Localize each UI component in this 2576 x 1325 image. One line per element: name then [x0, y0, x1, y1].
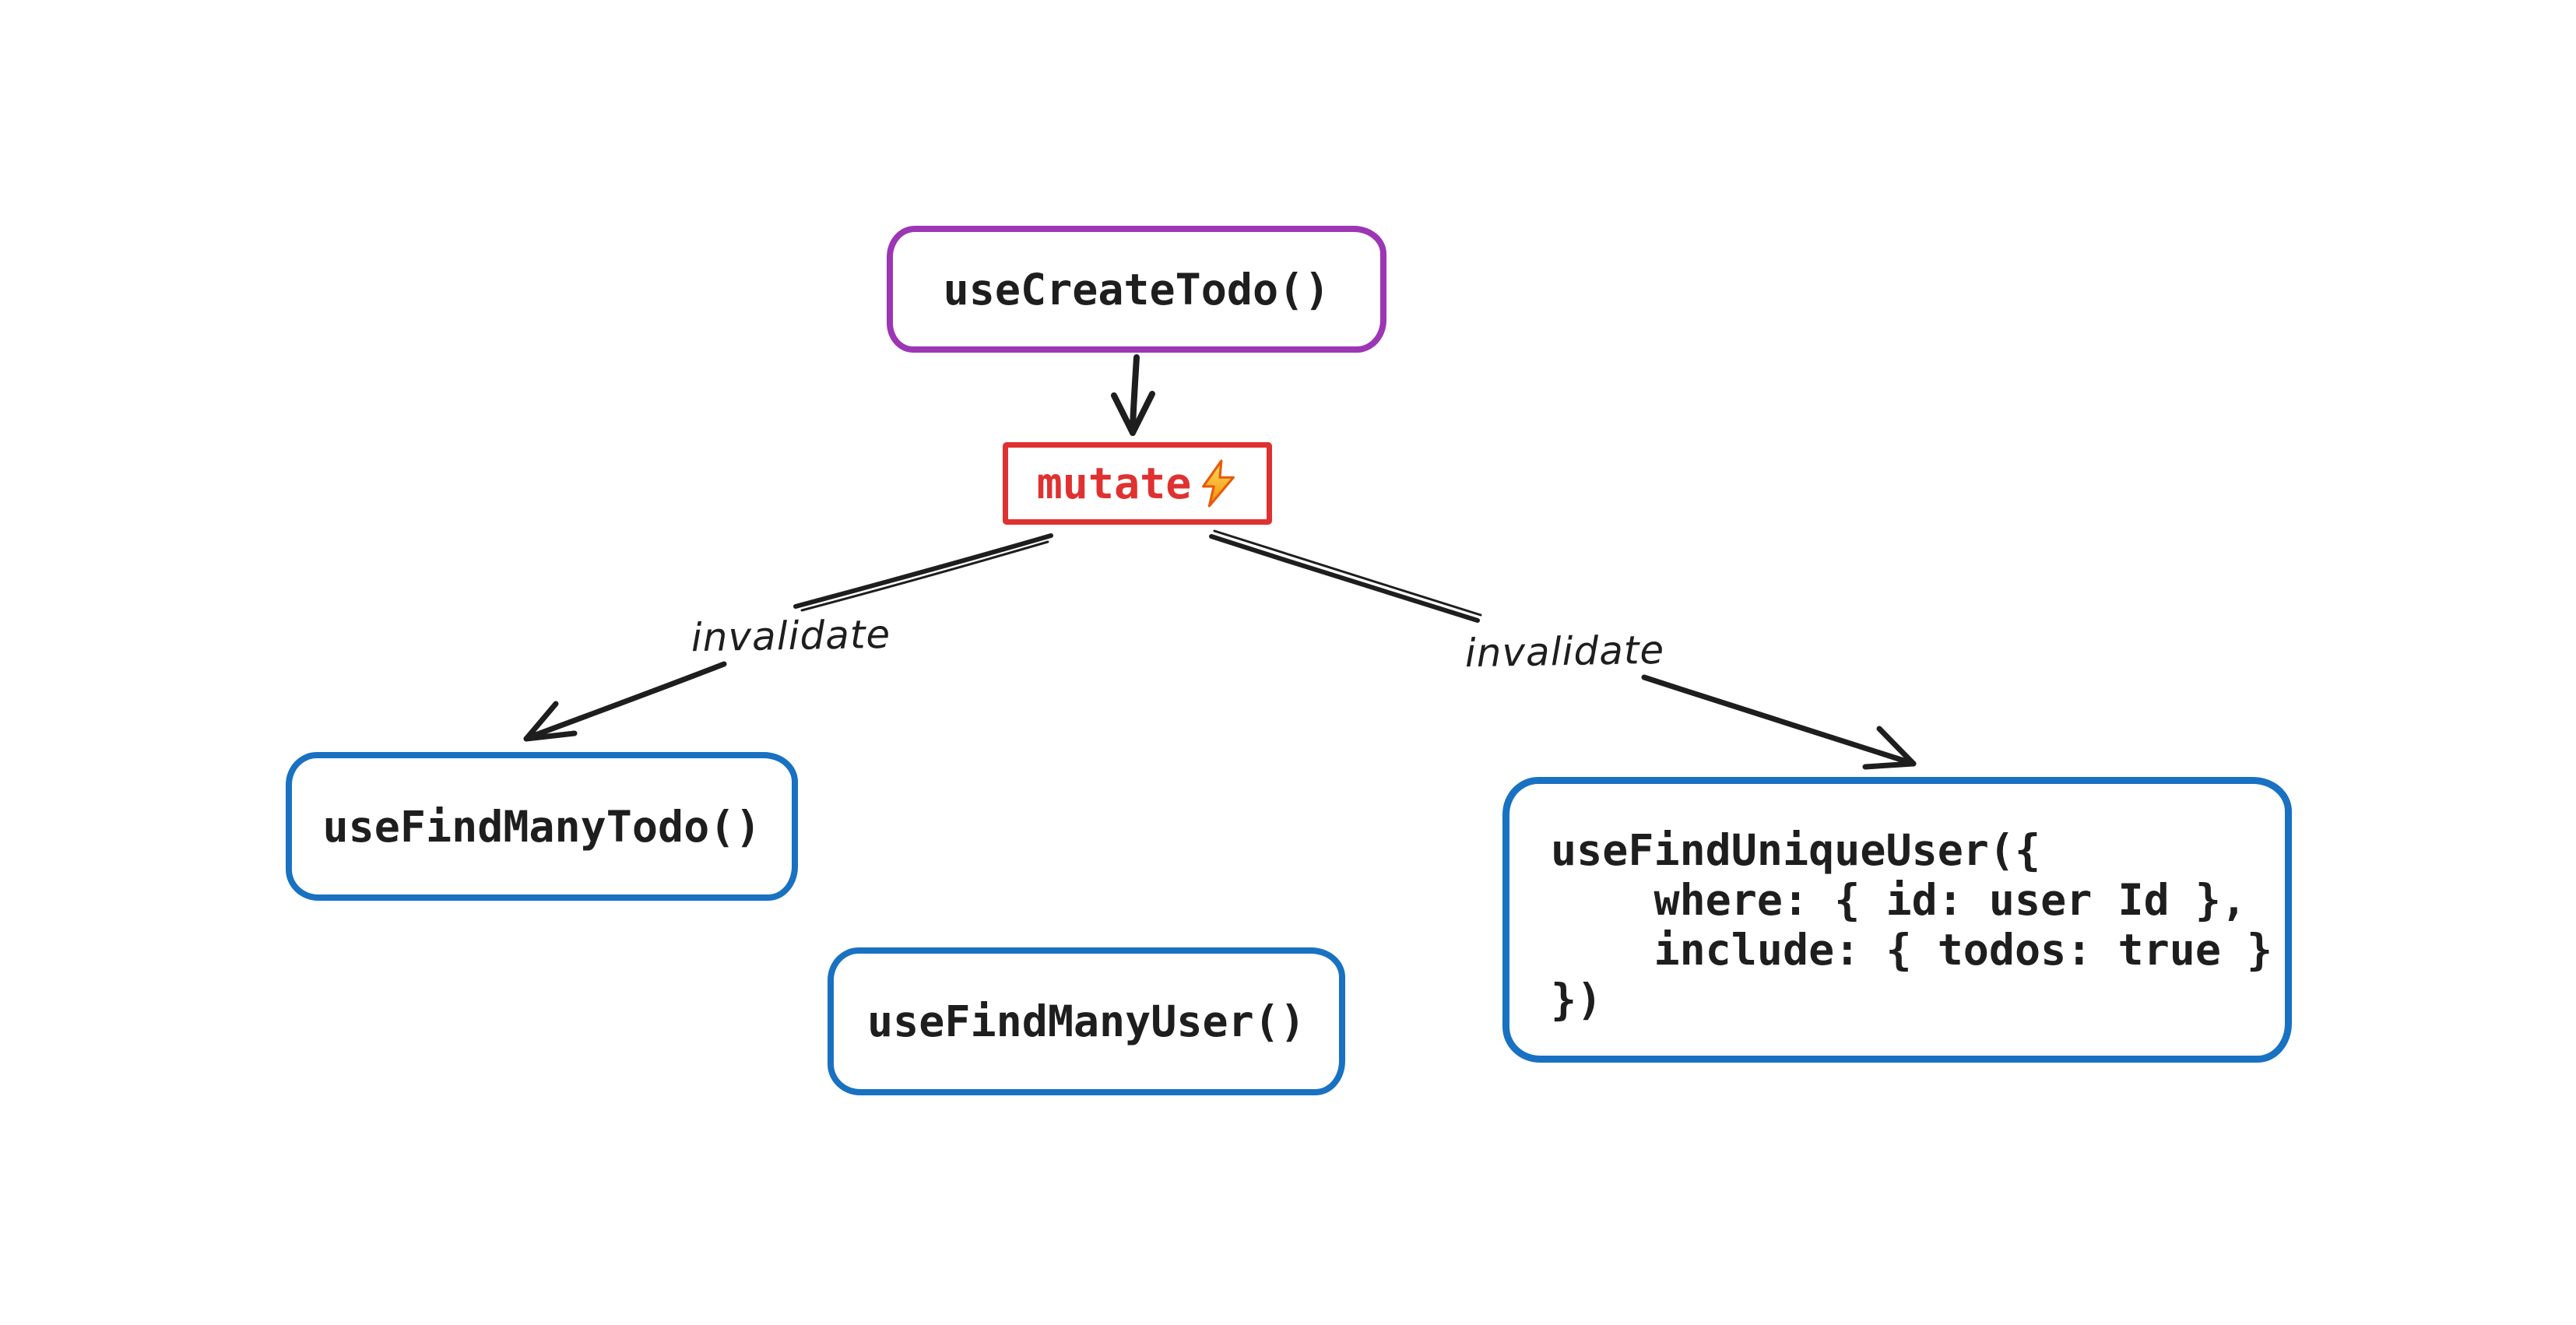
node-use-find-many-user[interactable]: useFindManyUser(): [828, 947, 1345, 1095]
node-use-create-todo-label: useCreateTodo(): [943, 264, 1330, 315]
code-line-4: }): [1551, 975, 1603, 1025]
code-line-2: where: { id: user Id },: [1551, 875, 2247, 925]
node-use-find-unique-user[interactable]: useFindUniqueUser({ where: { id: user Id…: [1502, 777, 2292, 1063]
lightning-bolt-icon: [1202, 459, 1235, 508]
code-line-3: include: { todos: true }: [1551, 925, 2273, 975]
edge-label-invalidate-left: invalidate: [691, 611, 891, 661]
edge-label-invalidate-right: invalidate: [1464, 627, 1665, 677]
edge-mutate-to-finduniqueuser-arrow[interactable]: [1209, 529, 1917, 770]
node-use-find-many-todo[interactable]: useFindManyTodo(): [286, 752, 798, 901]
node-mutate-label: mutate: [1036, 459, 1192, 508]
node-mutate[interactable]: mutate: [1003, 442, 1272, 525]
node-use-find-many-user-label: useFindManyUser(): [867, 996, 1306, 1046]
code-line-1: useFindUniqueUser({: [1551, 825, 2041, 875]
node-use-create-todo[interactable]: useCreateTodo(): [887, 226, 1386, 353]
node-use-find-many-todo-label: useFindManyTodo(): [322, 801, 761, 852]
edge-create-to-mutate-arrow[interactable]: [1111, 354, 1155, 436]
edge-mutate-to-findmanytodo-arrow[interactable]: [523, 533, 1053, 742]
